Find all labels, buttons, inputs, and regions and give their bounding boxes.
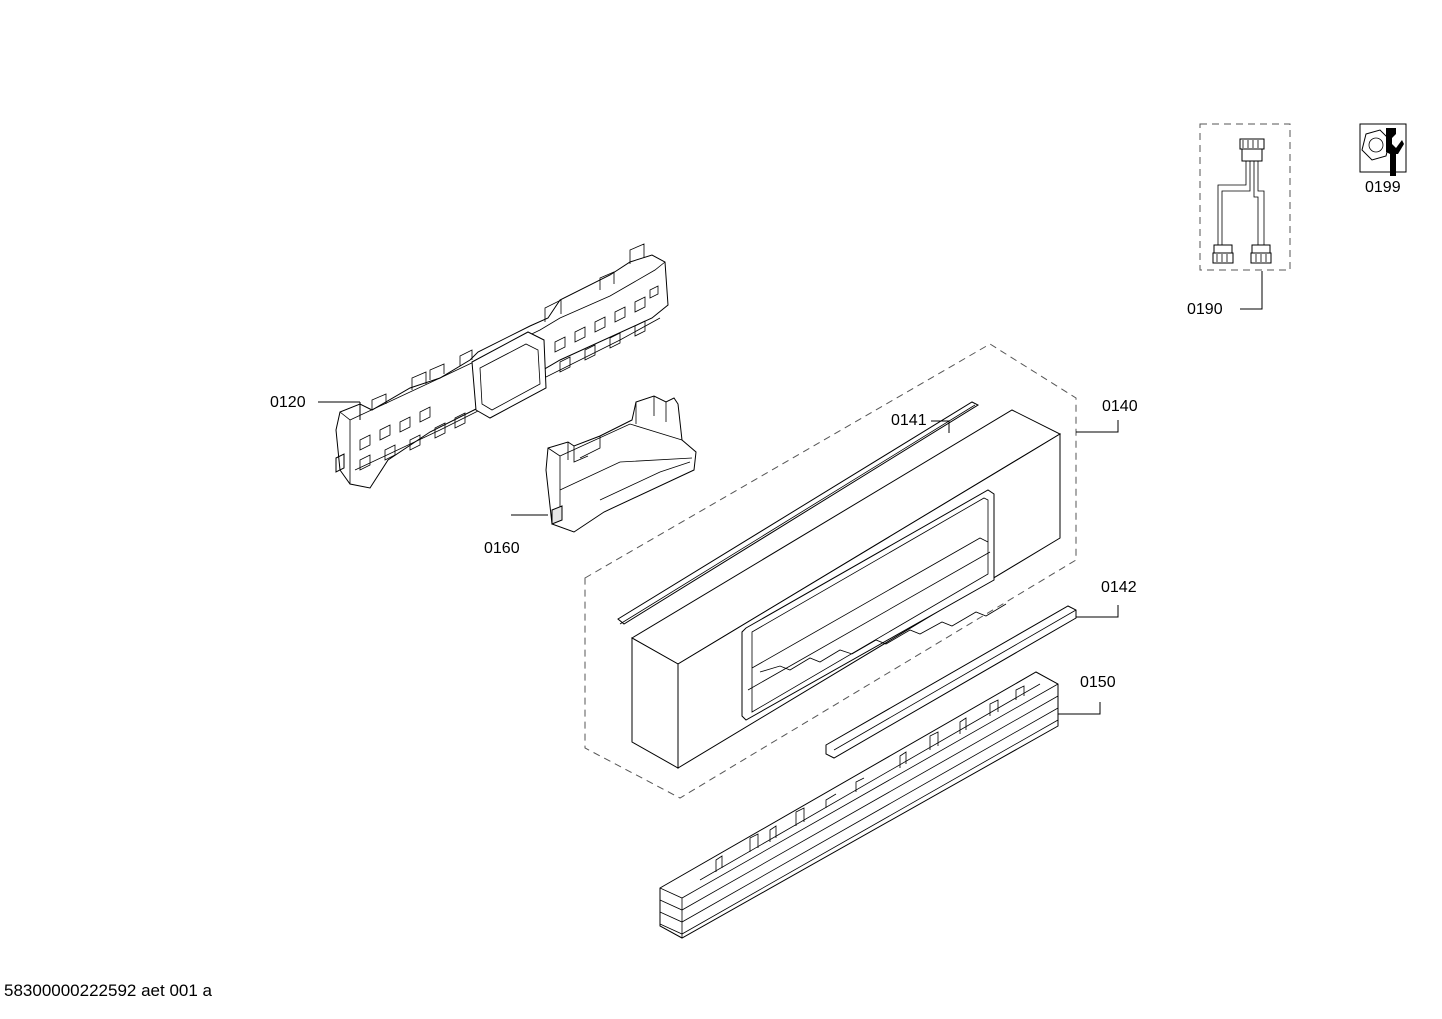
label-0141: 0141: [891, 412, 927, 429]
label-0140: 0140: [1102, 398, 1138, 415]
part-0150-lower-rail: [659, 671, 1101, 939]
part-0160-holder: [511, 395, 697, 533]
label-0160: 0160: [484, 540, 520, 557]
part-0141-trim-strip: [617, 401, 980, 625]
label-0190: 0190: [1187, 301, 1223, 318]
label-0142: 0142: [1101, 579, 1137, 596]
part-0142-strip: [825, 605, 1119, 759]
label-0199: 0199: [1365, 179, 1401, 196]
label-0120: 0120: [270, 394, 306, 411]
document-id: 58300000222592 aet 001 a: [4, 981, 212, 1000]
wrench-nut-icon: [1359, 123, 1407, 176]
label-0150: 0150: [1080, 674, 1116, 691]
part-0190-cable-harness: [1199, 123, 1291, 310]
part-0140-fascia-panel: [631, 409, 1119, 769]
assembly-0140-outline: [584, 343, 1077, 799]
part-0120-control-module: [318, 243, 669, 489]
